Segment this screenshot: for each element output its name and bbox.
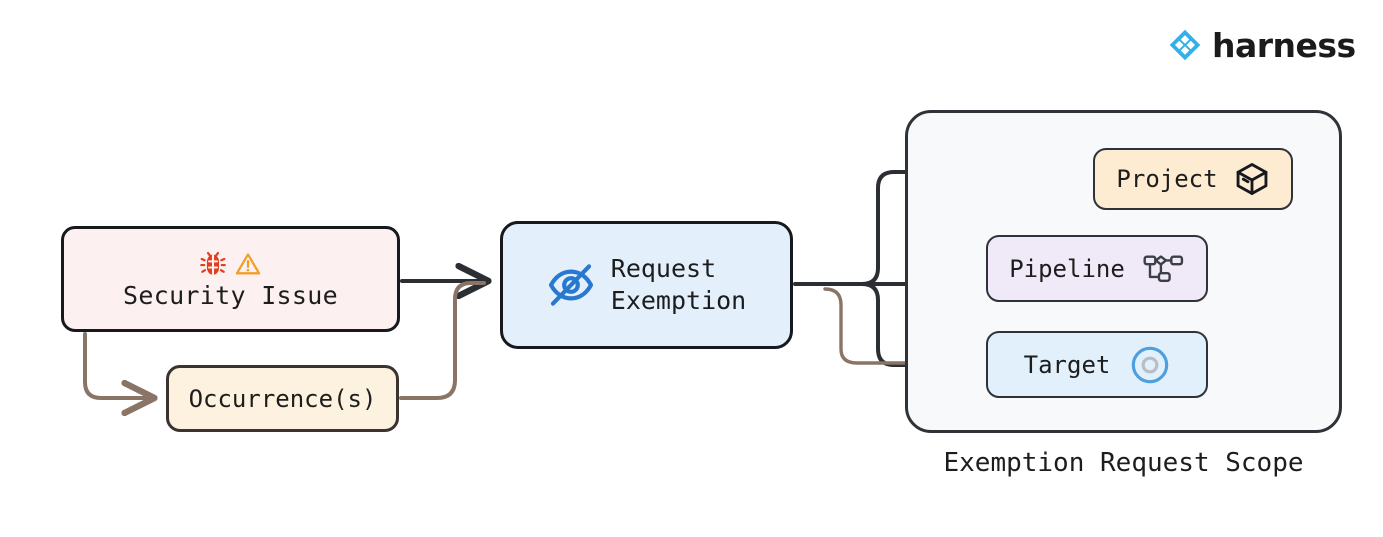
exemption-request-scope-caption: Exemption Request Scope [943, 448, 1304, 478]
request-exemption-label: Request Exemption [610, 253, 747, 316]
pipeline-label: Pipeline [1009, 254, 1125, 283]
harness-logo-text: harness [1212, 25, 1356, 65]
edge-occurrences-to-request [399, 281, 486, 400]
occurrences-label: Occurrence(s) [188, 384, 377, 413]
target-label: Target [1023, 350, 1111, 379]
edge-security-to-occurrences [83, 332, 153, 398]
eye-off-icon [548, 264, 593, 306]
target-circle-icon [1132, 346, 1169, 383]
node-project[interactable]: Project [1093, 148, 1293, 210]
edge-occurrences-to-target [823, 287, 968, 363]
node-target[interactable]: Target [986, 331, 1208, 398]
pipeline-nodes-icon [1143, 254, 1183, 282]
bug-icon [200, 251, 226, 275]
harness-diamond-logo-icon [1169, 29, 1201, 61]
warning-triangle-icon [235, 252, 261, 274]
node-occurrences[interactable]: Occurrence(s) [166, 365, 399, 432]
project-label: Project [1116, 165, 1218, 193]
node-pipeline[interactable]: Pipeline [986, 235, 1208, 302]
cube-icon [1236, 163, 1267, 195]
node-security-issue[interactable]: Security Issue [61, 226, 400, 332]
node-request-exemption[interactable]: Request Exemption [500, 221, 793, 349]
harness-logo: harness [1168, 28, 1356, 62]
security-issue-label: Security Issue [123, 280, 338, 310]
security-issue-icon-row [200, 249, 261, 279]
